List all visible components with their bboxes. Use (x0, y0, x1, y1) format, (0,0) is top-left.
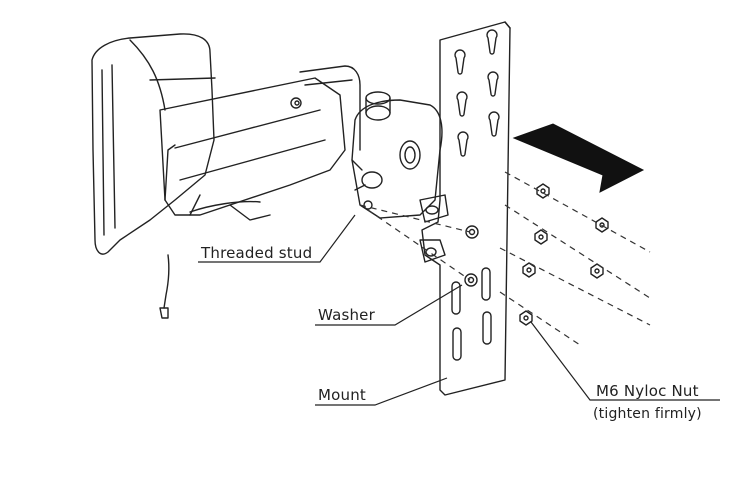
mount-plate (421, 21, 511, 396)
label-nut: M6 Nyloc Nut (596, 382, 699, 400)
label-washer: Washer (318, 306, 375, 324)
label-mount: Mount (318, 386, 367, 404)
swivel-joint (351, 91, 449, 263)
washers (464, 225, 479, 287)
nyloc-nuts (519, 183, 609, 326)
monitor-arm (91, 33, 361, 319)
leader-lines (198, 214, 720, 406)
alignment-lines (359, 171, 651, 346)
direction-arrow (512, 123, 645, 193)
label-threaded-stud: Threaded stud (201, 244, 313, 262)
label-nut-note: (tighten firmly) (593, 406, 702, 422)
